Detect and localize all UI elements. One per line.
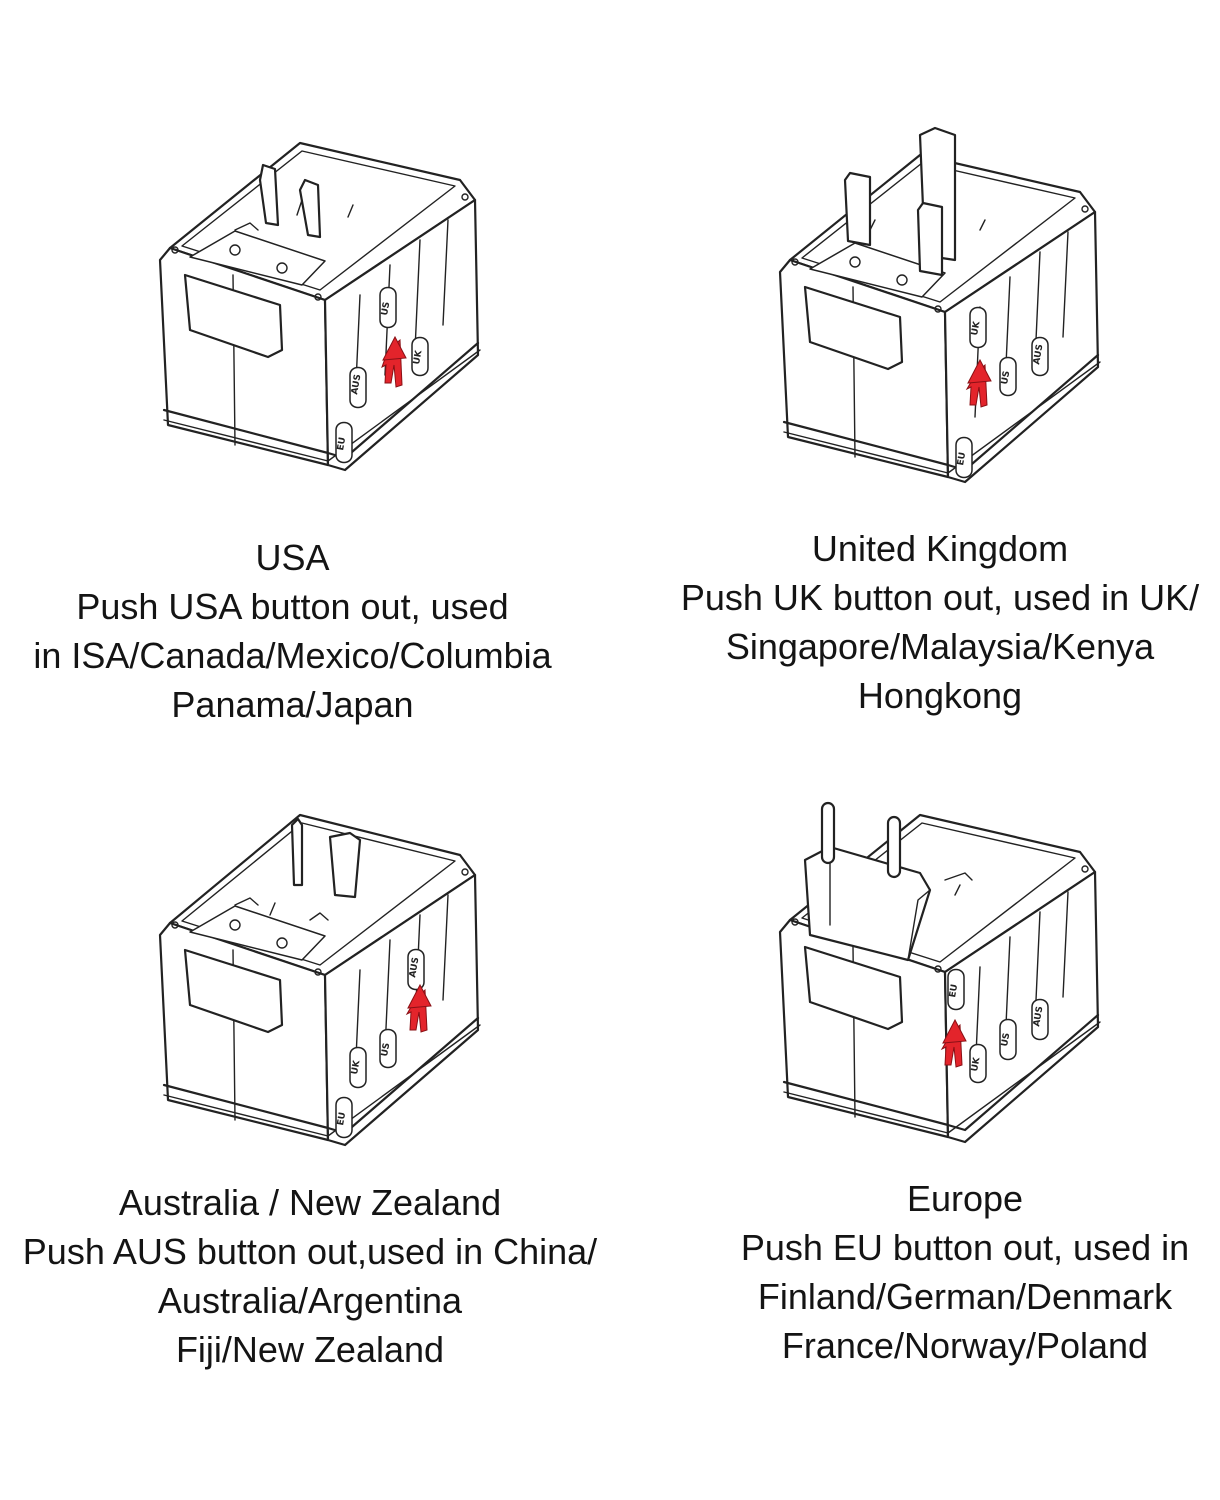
caption-line: Push USA button out, used: [76, 586, 509, 627]
button-label-2: UK: [412, 349, 425, 366]
button-label-1: UK: [970, 320, 983, 337]
adapter-illustration-usa: US UK AUS EU: [158, 141, 481, 472]
button-label-4: EU: [956, 451, 968, 466]
panel-aus: AUS US UK EU Australia / New Zealand Pus…: [0, 750, 610, 1500]
caption-line: Australia/Argentina: [157, 1280, 463, 1321]
button-label-3: UK: [350, 1059, 363, 1076]
button-label-3: AUS: [350, 374, 363, 396]
caption-line: France/Norway/Poland: [781, 1325, 1149, 1366]
caption-title: United Kingdom: [811, 528, 1069, 569]
button-label-2: US: [1000, 370, 1012, 385]
caption-line: Finland/German/Denmark: [757, 1276, 1173, 1317]
caption-line: Push EU button out, used in: [740, 1227, 1190, 1268]
caption-line: Push AUS button out,used in China/: [22, 1231, 598, 1272]
button-label-3: US: [1000, 1032, 1012, 1047]
caption-line: Panama/Japan: [171, 684, 414, 725]
button-label-2: US: [380, 1042, 392, 1057]
caption-line: Hongkong: [857, 675, 1023, 716]
button-label-4: EU: [336, 436, 348, 451]
button-label-4: AUS: [1032, 1006, 1045, 1028]
caption-uk: United Kingdom Push UK button out, used …: [650, 524, 1220, 720]
caption-aus: Australia / New Zealand Push AUS button …: [0, 1178, 620, 1374]
caption-line: Singapore/Malaysia/Kenya: [725, 626, 1155, 667]
caption-line: Push UK button out, used in UK/: [680, 577, 1200, 618]
adapter-illustration-uk: UK US AUS EU: [778, 126, 1101, 484]
panel-usa: US UK AUS EU USA Push USA button out, us…: [0, 0, 610, 750]
caption-usa: USA Push USA button out, used in ISA/Can…: [0, 533, 585, 729]
caption-title: USA: [255, 537, 330, 578]
caption-line: in ISA/Canada/Mexico/Columbia: [33, 635, 552, 676]
caption-title: Europe: [906, 1178, 1024, 1219]
adapter-illustration-aus: AUS US UK EU: [158, 813, 481, 1147]
panel-eu: EU UK US AUS Europe Push EU button out, …: [610, 750, 1220, 1500]
button-label-1: US: [380, 301, 392, 316]
button-label-4: EU: [336, 1111, 348, 1126]
button-label-2: UK: [970, 1056, 983, 1073]
adapter-illustration-eu: EU UK US AUS: [778, 801, 1101, 1144]
button-label-3: AUS: [1032, 344, 1045, 366]
caption-line: Fiji/New Zealand: [175, 1329, 445, 1370]
button-label-1: AUS: [408, 957, 421, 979]
button-label-1: EU: [948, 983, 960, 998]
caption-title: Australia / New Zealand: [118, 1182, 502, 1223]
panel-uk: UK US AUS EU United Kingdom Push UK butt…: [610, 0, 1220, 750]
caption-eu: Europe Push EU button out, used in Finla…: [670, 1174, 1220, 1370]
